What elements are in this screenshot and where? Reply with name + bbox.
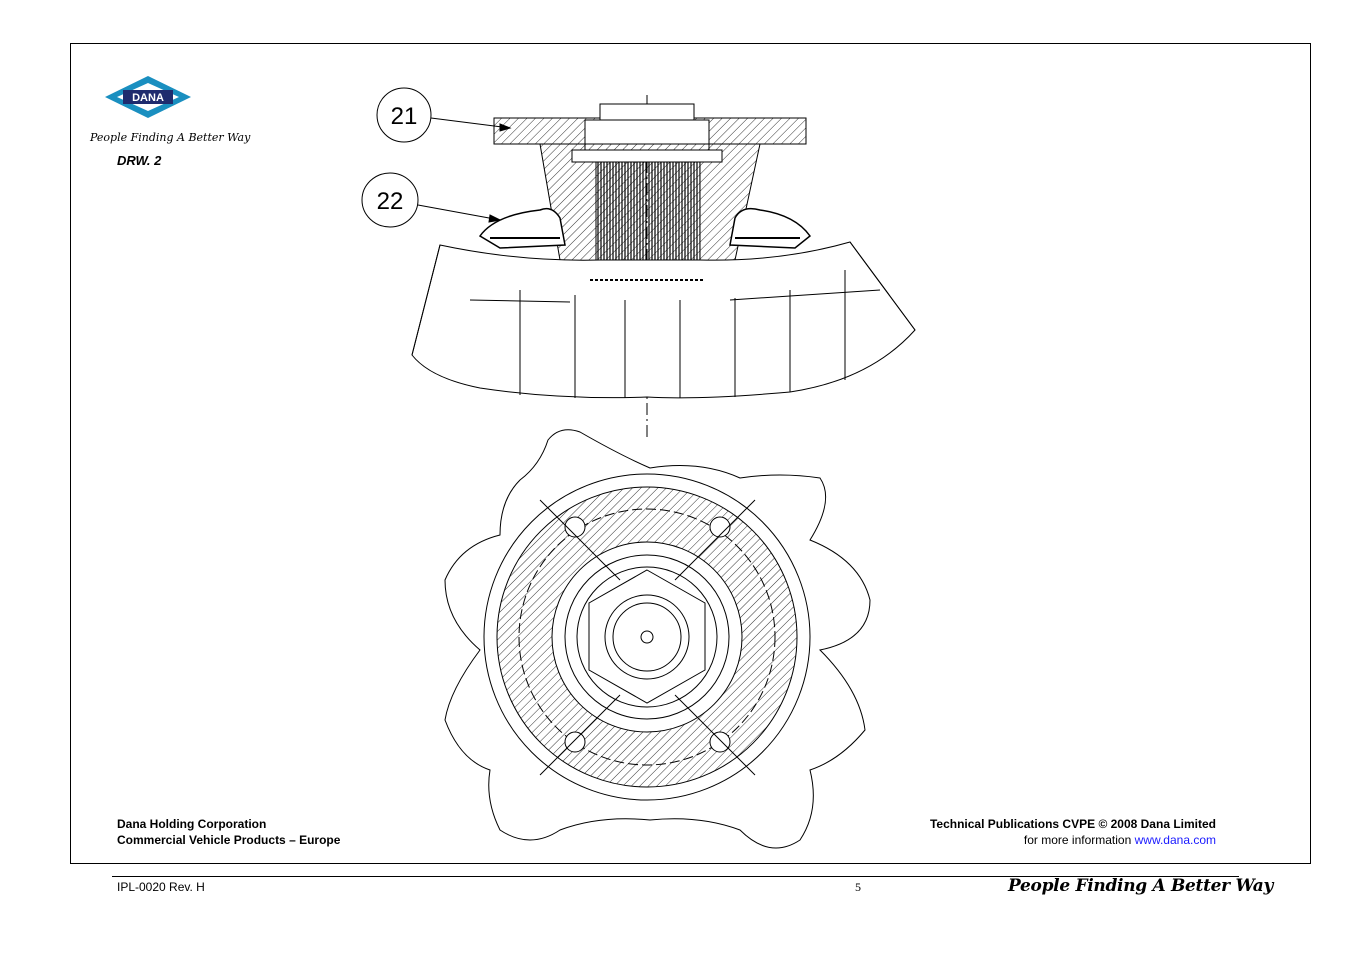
dana-website-link[interactable]: www.dana.com bbox=[1134, 833, 1216, 847]
copyright-line: Technical Publications CVPE © 2008 Dana … bbox=[929, 817, 1216, 831]
tagline-large: People Finding A Better Way bbox=[1008, 876, 1274, 896]
footer-publications: Technical Publications CVPE © 2008 Dana … bbox=[930, 816, 1216, 848]
division-name: Commercial Vehicle Products – Europe bbox=[117, 833, 341, 847]
dana-logo: DANA bbox=[105, 76, 191, 118]
footer-rule bbox=[112, 876, 1239, 877]
more-info-prefix: for more information bbox=[1023, 833, 1135, 847]
more-info-line: for more information www.dana.com bbox=[930, 832, 1216, 848]
callout-21: 21 bbox=[391, 103, 418, 130]
tagline-small: People Finding A Better Way bbox=[90, 131, 251, 144]
page-number: 5 bbox=[855, 880, 861, 894]
drawing-label: DRW. 2 bbox=[117, 153, 162, 168]
footer-company: Dana Holding Corporation Commercial Vehi… bbox=[117, 816, 340, 848]
callout-22: 22 bbox=[377, 188, 404, 215]
company-name: Dana Holding Corporation bbox=[117, 817, 267, 831]
page-frame bbox=[70, 43, 1311, 864]
document-id: IPL-0020 Rev. H bbox=[117, 880, 205, 894]
logo-text: DANA bbox=[132, 92, 164, 104]
